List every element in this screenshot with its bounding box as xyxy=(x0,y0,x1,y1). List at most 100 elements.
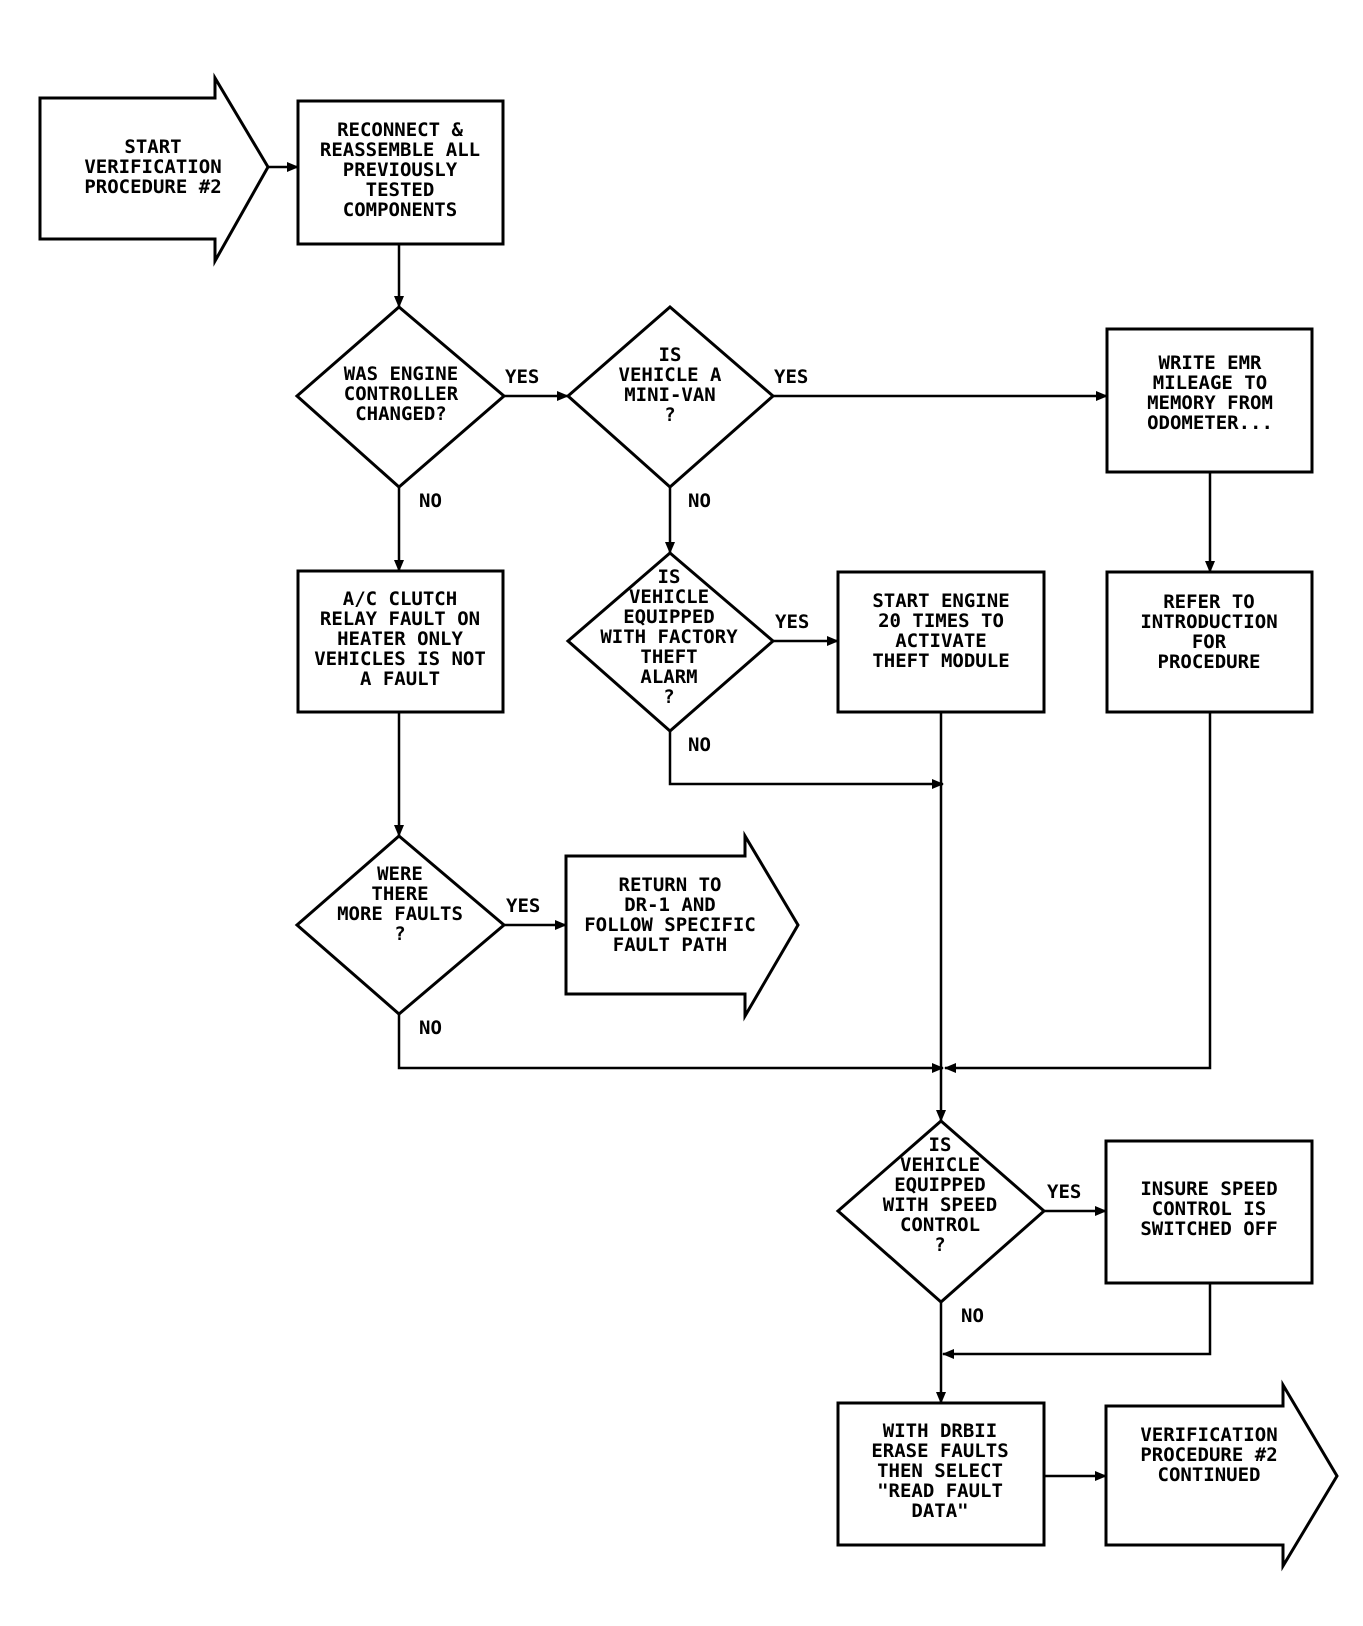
refer-intro-box xyxy=(1105,570,1314,714)
label-line: FOLLOW SPECIFIC xyxy=(584,914,756,936)
label-line: WRITE EMR xyxy=(1159,352,1263,374)
label-line: IS xyxy=(659,344,682,366)
ac-clutch-box xyxy=(296,569,505,714)
label-line: 20 TIMES TO xyxy=(878,610,1004,632)
label-line: IS xyxy=(658,566,681,588)
label-line: INSURE SPEED xyxy=(1140,1178,1277,1200)
label-line: THEFT MODULE xyxy=(872,650,1009,672)
label-line: INTRODUCTION xyxy=(1140,611,1277,633)
label-line: REASSEMBLE ALL xyxy=(320,139,480,161)
start-engine-box xyxy=(836,570,1046,714)
conn-theft-no xyxy=(668,731,944,789)
label-line: ACTIVATE xyxy=(895,630,987,652)
mini-van-diamond xyxy=(565,305,776,490)
more-faults-diamond xyxy=(294,834,507,1016)
label-line: RETURN TO xyxy=(619,874,722,896)
label-line: ODOMETER... xyxy=(1147,412,1273,434)
label-line: WAS ENGINE xyxy=(344,363,458,385)
label-line: A FAULT xyxy=(360,668,440,690)
label-line: CONTROLLER xyxy=(344,383,459,405)
label-line: FAULT PATH xyxy=(613,934,727,956)
label-line: MORE FAULTS xyxy=(337,903,463,925)
label-line: A/C CLUTCH xyxy=(343,588,457,610)
speed-yes-label: YES xyxy=(1047,1181,1081,1203)
label-line: VERIFICATION xyxy=(1140,1424,1277,1446)
label-line: CONTROL IS xyxy=(1152,1198,1266,1220)
insure-speed-box xyxy=(1104,1139,1314,1285)
label-line: FOR xyxy=(1192,631,1227,653)
label-line: DR-1 AND xyxy=(624,894,716,916)
theft-yes-label: YES xyxy=(775,611,809,633)
label-line: VEHICLE A xyxy=(619,364,723,386)
label-line: CHANGED? xyxy=(355,403,447,425)
label-line: PROCEDURE #2 xyxy=(84,176,221,198)
label-line: THEFT xyxy=(640,646,697,668)
label-line: REFER TO xyxy=(1163,591,1255,613)
speed-control-diamond xyxy=(835,1119,1047,1305)
label-line: CONTROL xyxy=(900,1214,980,1236)
label-line: ERASE FAULTS xyxy=(871,1440,1008,1462)
label-line: "READ FAULT xyxy=(877,1480,1003,1502)
label-line: VEHICLE xyxy=(629,586,709,608)
label-line: COMPONENTS xyxy=(343,199,457,221)
conn-faults-no xyxy=(397,1014,944,1073)
theft-alarm-diamond xyxy=(565,551,776,733)
label-line: CONTINUED xyxy=(1158,1464,1261,1486)
label-line: ? xyxy=(934,1234,945,1256)
label-line: WITH SPEED xyxy=(883,1194,997,1216)
theft-no-label: NO xyxy=(688,734,711,756)
label-line: TESTED xyxy=(366,179,435,201)
conn-refer-merge xyxy=(944,712,1212,1073)
label-line: THERE xyxy=(371,883,428,905)
speed-no-label: NO xyxy=(961,1305,984,1327)
label-line: WERE xyxy=(377,863,423,885)
label-line: SWITCHED OFF xyxy=(1140,1218,1277,1240)
minivan-yes-label: YES xyxy=(774,366,808,388)
label-line: VEHICLES IS NOT xyxy=(314,648,486,670)
label-line: PREVIOUSLY xyxy=(343,159,458,181)
label-line: THEN SELECT xyxy=(877,1460,1003,1482)
write-emr-box xyxy=(1105,327,1314,474)
return-dr1-arrow-shape xyxy=(564,830,800,1022)
label-line: RELAY FAULT ON xyxy=(320,608,480,630)
label-line: ? xyxy=(664,404,675,426)
label-line: WITH DRBII xyxy=(883,1420,997,1442)
erase-faults-box xyxy=(836,1401,1046,1547)
label-line: ? xyxy=(394,923,405,945)
label-line: EQUIPPED xyxy=(894,1174,986,1196)
label-line: PROCEDURE xyxy=(1158,651,1261,673)
label-line: ALARM xyxy=(640,666,697,688)
label-line: MILEAGE TO xyxy=(1153,372,1267,394)
conn-insure-merge xyxy=(942,1283,1212,1359)
label-line: WITH FACTORY xyxy=(600,626,738,648)
label-line: DATA" xyxy=(911,1500,968,1522)
label-line: IS xyxy=(929,1134,952,1156)
label-line: VEHICLE xyxy=(900,1154,980,1176)
continued-arrow-shape xyxy=(1104,1379,1339,1572)
label-line: ? xyxy=(663,686,674,708)
minivan-no-label: NO xyxy=(688,490,711,512)
label-line: EQUIPPED xyxy=(623,606,715,628)
start-arrow-shape xyxy=(38,72,270,267)
faults-no-label: NO xyxy=(419,1017,442,1039)
label-line: START xyxy=(124,136,181,158)
faults-yes-label: YES xyxy=(506,895,540,917)
connectors xyxy=(268,162,1215,1481)
reconnect-box xyxy=(296,99,505,246)
label-line: HEATER ONLY xyxy=(337,628,463,650)
